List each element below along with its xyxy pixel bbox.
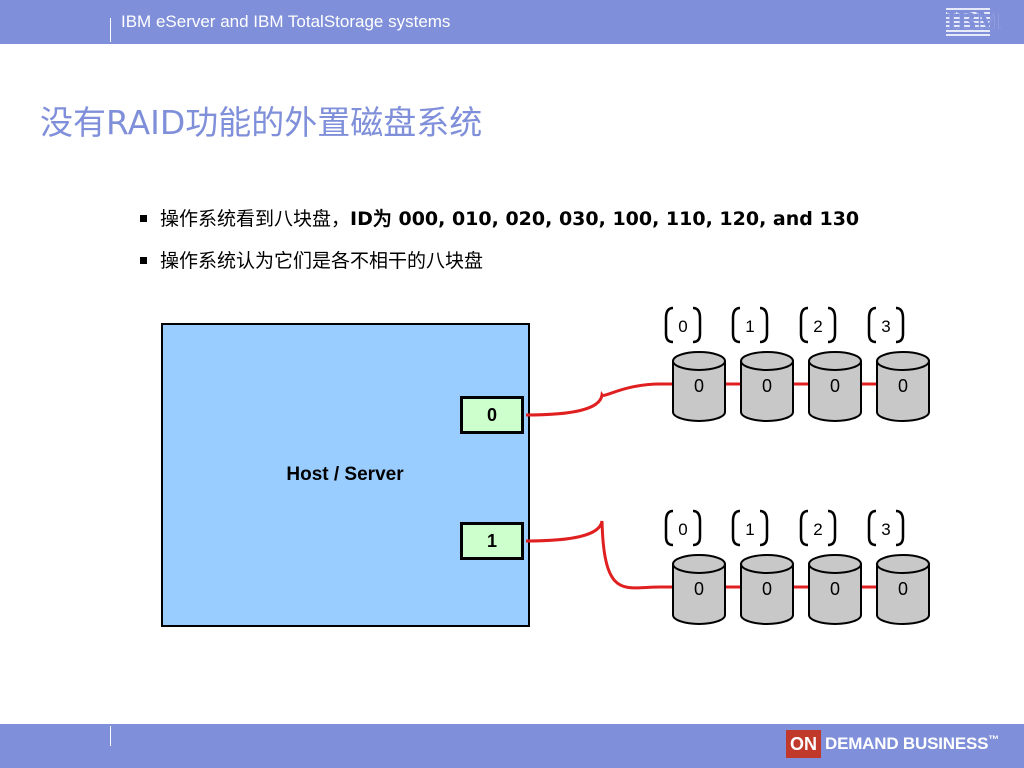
bracket-right [827, 306, 837, 344]
disk-id-label: 1 [745, 520, 754, 539]
bracket-right [827, 509, 837, 547]
disk-top [876, 554, 930, 574]
bracket-right [759, 306, 769, 344]
bullet-item: 操作系统看到八块盘，ID为 000, 010, 020, 030, 100, 1… [138, 204, 938, 234]
host-port-1: 1 [460, 522, 524, 560]
disk-id-label: 2 [813, 520, 822, 539]
disk-top [876, 351, 930, 371]
bracket-left [731, 306, 741, 344]
disk-lun-label: 0 [762, 579, 772, 599]
disk-id-label: 3 [881, 520, 890, 539]
on-demand-text: DEMAND BUSINESS™ [825, 734, 999, 754]
disk-id-label: 0 [678, 520, 687, 539]
disk-lun-label: 0 [694, 376, 704, 396]
ibm-logo-text: IBM [946, 7, 1002, 36]
header-divider [110, 18, 111, 42]
host-server-box [161, 323, 530, 627]
bullet-prefix: 操作系统看到八块盘， [160, 208, 351, 230]
footer-text: DEMAND BUSINESS [825, 734, 989, 753]
bullet-text: 操作系统认为它们是各不相干的八块盘 [160, 250, 484, 272]
bracket-right [895, 306, 905, 344]
disk-id-label: 3 [881, 317, 890, 336]
on-badge: ON [786, 730, 821, 758]
disk-body [740, 361, 794, 422]
bullet-text: ID为 000, 010, 020, 030, 100, 110, 120, a… [350, 208, 860, 230]
disk-body [808, 564, 862, 625]
disk-top [808, 351, 862, 371]
bracket-left [664, 306, 674, 344]
disk-body [876, 361, 930, 422]
host-port-0: 0 [460, 396, 524, 434]
bracket-left [664, 509, 674, 547]
bracket-left [731, 509, 741, 547]
cable-0 [525, 382, 903, 417]
disk-id-label: 1 [745, 317, 754, 336]
ibm-logo: IBM [946, 7, 1002, 36]
bracket-left [867, 306, 877, 344]
bracket-left [799, 509, 809, 547]
page-title: 没有RAID功能的外置磁盘系统 [40, 103, 483, 142]
footer-bar [0, 724, 1024, 768]
on-demand-logo: ON DEMAND BUSINESS™ [786, 729, 999, 759]
bracket-right [895, 509, 905, 547]
footer-trademark: ™ [988, 734, 1000, 746]
disk-body [740, 564, 794, 625]
header-title: IBM eServer and IBM TotalStorage systems [121, 12, 451, 31]
bullet-list: 操作系统看到八块盘，ID为 000, 010, 020, 030, 100, 1… [138, 204, 938, 288]
disk-lun-label: 0 [898, 579, 908, 599]
disk-body [672, 361, 726, 422]
disk-lun-label: 0 [830, 579, 840, 599]
disk-lun-label: 0 [694, 579, 704, 599]
bracket-right [759, 509, 769, 547]
disk-top [672, 554, 726, 574]
host-label: Host / Server [286, 464, 404, 485]
disk-body [672, 564, 726, 625]
bullet-item: 操作系统认为它们是各不相干的八块盘 [138, 246, 938, 276]
disk-top [740, 351, 794, 371]
bracket-left [799, 306, 809, 344]
bracket-right [692, 509, 702, 547]
disk-top [672, 351, 726, 371]
disk-lun-label: 0 [762, 376, 772, 396]
cable-1 [525, 520, 903, 590]
disk-lun-label: 0 [898, 376, 908, 396]
bracket-left [867, 509, 877, 547]
disk-id-label: 0 [678, 317, 687, 336]
bracket-right [692, 306, 702, 344]
disk-id-label: 2 [813, 317, 822, 336]
header-bar [0, 0, 1024, 44]
disk-top [740, 554, 794, 574]
disk-lun-label: 0 [830, 376, 840, 396]
disk-body [876, 564, 930, 625]
footer-divider [110, 726, 111, 746]
disk-top [808, 554, 862, 574]
disk-body [808, 361, 862, 422]
